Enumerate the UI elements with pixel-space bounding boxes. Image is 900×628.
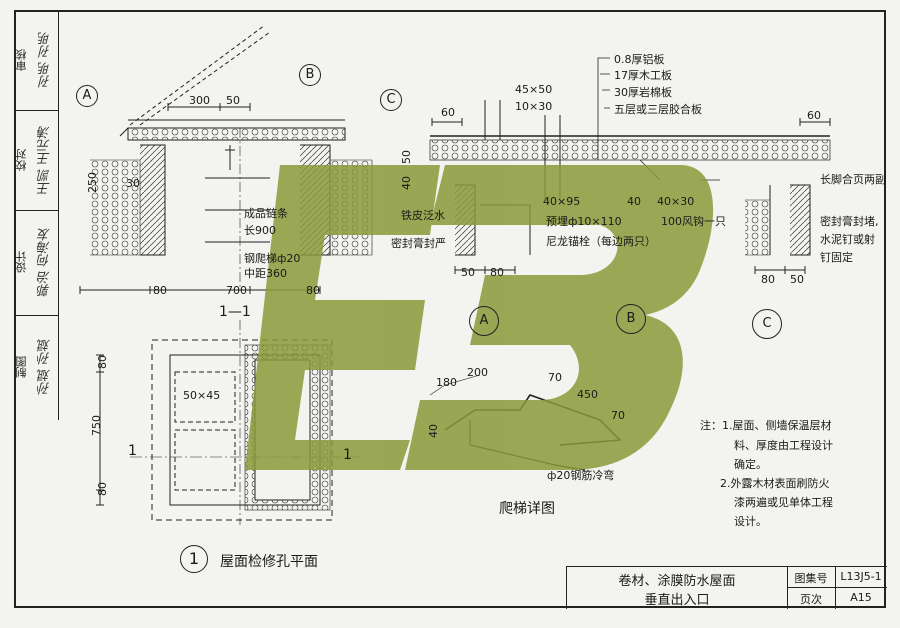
note-seal-c-1: 密封膏封堵, [820,215,879,228]
note-line-5: 漆两遍或见单体工程 [734,496,833,509]
note-hinge: 长脚合页两副 [820,173,886,186]
section-label-1-1: 1—1 [219,304,251,320]
note-line-6: 设计。 [734,515,767,528]
layer-aluminum: 0.8厚铝板 [614,53,665,66]
signature-row-check: 校对 王凯 王元涛 [14,110,58,211]
dim-50x45: 50×45 [183,389,221,402]
dim-50-a-vertical: 50 [400,150,413,164]
dim-50-section: 50 [226,94,240,107]
callout-c-section: C [380,89,402,111]
section-marker-left: 1 [128,443,137,459]
dim-50-c: 50 [790,273,804,286]
detail-a-label: A [469,306,499,336]
note-line-4: 2.外露木材表面刷防火 [720,477,830,490]
atlas-value: L13J5-1 [840,570,882,583]
dim-40-a-vertical: 40 [400,176,413,190]
note-sealant: 密封膏封严 [391,237,446,250]
dim-200: 200 [467,366,488,379]
dim-80-plan-top: 80 [96,355,109,369]
dim-30-section: 30 [126,177,140,190]
watermark-logo [245,165,714,470]
ladder-title: 爬梯详图 [499,501,555,517]
note-seal-c-2: 水泥钉或射 [820,233,875,246]
plan-title-number: 1 [180,545,208,573]
note-steel-ladder: 钢爬梯ф20 [244,252,301,265]
atlas-label: 图集号 [794,572,828,585]
signature-row-design: 设计 郭治 何海友 [14,210,58,316]
note-flashing: 铁皮泛水 [401,209,445,222]
dim-45x50: 45×50 [515,83,553,96]
callout-b-section: B [299,64,321,86]
dim-700: 700 [226,284,247,297]
title-line-1: 卷材、涂膜防水屋面 [618,574,736,589]
note-line-3: 确定。 [734,458,767,471]
note-line-2: 料、厚度由工程设计 [734,439,833,452]
dim-80-c: 80 [761,273,775,286]
dim-180: 180 [436,376,457,389]
note-embedded-bolt: 预埋ф10×110 [546,215,622,228]
dim-70-right: 70 [611,409,625,422]
page-value: A15 [850,591,872,604]
dim-80-plan-bottom: 80 [96,482,109,496]
signature-strip: 审核 孙明 孙明 校对 王凯 王元涛 设计 郭治 何海友 制图 孙斌 孙斌 [14,10,59,420]
details-drawing [429,57,831,274]
signature-row-review: 审核 孙明 孙明 [14,10,58,111]
drawing-sheet [14,10,886,608]
note-chain-length: 长900 [244,224,276,237]
note-line-1: 注：1.屋面、侧墙保温层材 [700,419,832,432]
section-1-1-drawing [79,24,373,294]
note-seal-c-3: 钉固定 [820,251,853,264]
dim-40-ladder: 40 [427,424,440,438]
dim-80-a-bottom: 80 [490,266,504,279]
note-ladder-spacing: 中距360 [244,267,287,280]
title-line-2: 垂直出入口 [644,593,710,608]
layer-wood-board: 17厚木工板 [614,69,672,82]
note-chain: 成品链条 [244,207,288,220]
dim-250: 250 [86,172,99,193]
dim-50-a-bottom: 50 [461,266,475,279]
detail-c-label: C [752,309,782,339]
note-rebar: ф20钢筋冷弯 [547,469,615,482]
dim-450: 450 [577,388,598,401]
dim-300: 300 [189,94,210,107]
dim-10x30: 10×30 [515,100,553,113]
dim-80-left: 80 [153,284,167,297]
note-wind-hook: 100风钩一只 [661,215,726,228]
dim-60-a: 60 [441,106,455,119]
note-nylon-anchor: 尼龙锚栓（每边两只） [546,235,656,248]
dim-750: 750 [90,415,103,436]
dim-40x30: 40×30 [657,195,695,208]
dim-60-c: 60 [807,109,821,122]
detail-b-label: B [616,304,646,334]
section-marker-right: 1 [343,447,352,463]
layer-rock-wool: 30厚岩棉板 [614,86,672,99]
dim-70-top: 70 [548,371,562,384]
page-label: 页次 [800,593,822,606]
dim-80-right: 80 [306,284,320,297]
title-block: 卷材、涂膜防水屋面 垂直出入口 图集号 L13J5-1 页次 A15 [566,566,887,609]
callout-a-section: A [76,85,98,107]
dim-40-b: 40 [627,195,641,208]
layer-plywood: 五层或三层胶合板 [614,103,702,116]
dim-40x95: 40×95 [543,195,581,208]
plan-title: 屋面检修孔平面 [220,554,318,570]
